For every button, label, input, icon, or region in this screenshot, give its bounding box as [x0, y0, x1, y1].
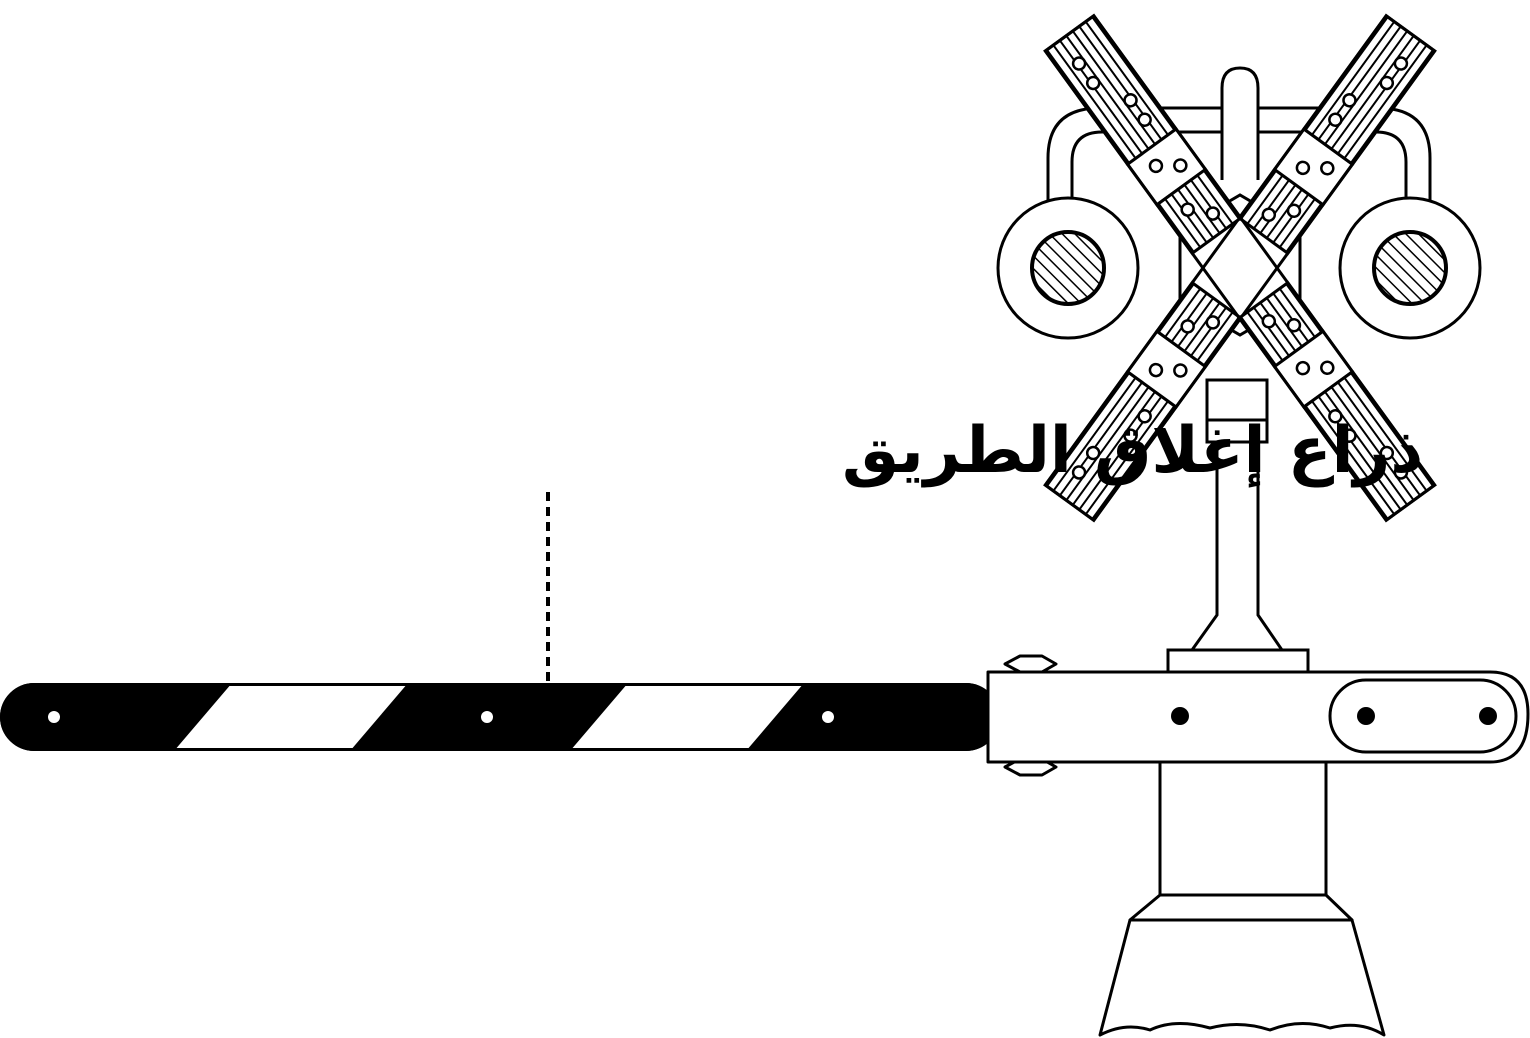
arm-white-stripe: [174, 683, 408, 751]
warning-light-left: [996, 196, 1140, 340]
base-flare: [1128, 893, 1354, 922]
crossbuck-arm-a: [1043, 13, 1437, 523]
crossbuck-sign: [1043, 13, 1437, 523]
arm-white-stripe: [570, 683, 804, 751]
housing-nut-top: [1003, 654, 1058, 674]
housing-slot: [1328, 678, 1518, 754]
arm-rivet: [48, 711, 60, 723]
mast-cap: [1166, 648, 1310, 674]
barrier-arm-label: ذراع إغلاق الطريق: [842, 414, 1423, 488]
warning-light-right: [1338, 196, 1482, 340]
arm-rivet: [822, 711, 834, 723]
arm-rivet: [481, 711, 493, 723]
crossbuck-arm-b: [1043, 13, 1437, 523]
barrier-arm: [0, 683, 1000, 751]
base-foot: [1098, 918, 1386, 1037]
signal-mast: [1166, 378, 1310, 674]
signal-base: [1098, 758, 1386, 1037]
base-column: [1158, 758, 1328, 897]
frame-top-knob: [1220, 66, 1260, 180]
arm-housing: [986, 654, 1530, 777]
mast-collar: [1205, 378, 1269, 444]
